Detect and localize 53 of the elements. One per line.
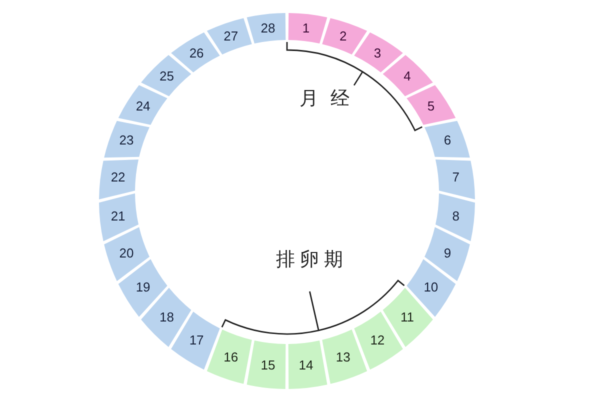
day-number: 13 [336, 350, 350, 364]
phase-label: 排卵期 [274, 250, 348, 270]
day-number: 18 [160, 310, 174, 324]
day-number: 9 [444, 246, 452, 260]
day-segment [435, 193, 475, 242]
day-segment [118, 85, 168, 125]
day-number: 19 [136, 280, 150, 294]
day-number: 25 [160, 70, 174, 83]
day-segment [104, 227, 150, 282]
day-number: 22 [110, 170, 126, 184]
day-number: 21 [110, 209, 126, 222]
day-number: 3 [374, 46, 382, 60]
day-segment [246, 13, 286, 44]
day-number: 23 [119, 134, 134, 147]
phase-label: 月经 [298, 90, 362, 109]
day-number: 5 [427, 100, 435, 113]
day-number: 8 [452, 209, 460, 222]
day-number: 17 [189, 334, 204, 347]
day-number: 24 [136, 100, 150, 113]
day-segment [246, 340, 286, 389]
day-number: 20 [119, 246, 134, 260]
day-number: 12 [370, 334, 385, 347]
day-segment [322, 18, 368, 55]
day-number: 1 [302, 21, 310, 34]
day-segment [354, 311, 403, 370]
day-segment [141, 55, 192, 97]
day-number: 14 [298, 358, 314, 372]
day-segment [288, 340, 328, 389]
day-number: 15 [260, 358, 276, 372]
day-number: 6 [444, 134, 452, 147]
day-segment [354, 32, 403, 73]
day-segment [322, 329, 368, 384]
day-segment [171, 32, 220, 73]
day-segment [424, 227, 470, 282]
day-number: 7 [452, 170, 460, 184]
day-segment [206, 329, 252, 384]
day-number: 2 [340, 30, 347, 43]
day-number: 28 [260, 21, 276, 34]
day-segment [406, 85, 456, 125]
day-number: 4 [404, 70, 411, 83]
day-number: 10 [424, 280, 438, 294]
day-segment [435, 159, 475, 200]
day-number: 16 [224, 350, 238, 364]
day-number: 26 [189, 46, 204, 60]
day-number: 27 [224, 30, 238, 43]
day-segment [424, 120, 470, 158]
day-segment [206, 18, 252, 55]
day-segment [288, 13, 328, 44]
day-segment [382, 55, 433, 97]
day-number: 11 [400, 310, 414, 324]
day-segment [104, 120, 150, 158]
day-segment [99, 193, 139, 242]
day-segment [99, 159, 139, 200]
